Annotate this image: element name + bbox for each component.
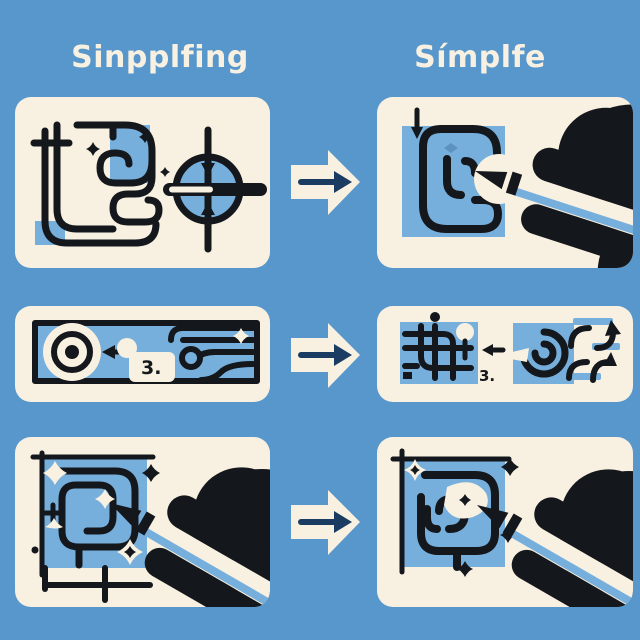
sparkle-icon xyxy=(457,561,473,577)
simplified-maze-hand-illustration xyxy=(390,437,633,607)
dot-icon xyxy=(430,312,440,322)
target-circle-with-stylus-icon xyxy=(163,126,267,253)
pipe-node-icon xyxy=(179,346,203,370)
hand-inking-curve-illustration xyxy=(402,97,633,268)
spiral-target-icon xyxy=(519,328,569,378)
sparkle-icon xyxy=(233,328,249,344)
step-label: 3. xyxy=(141,357,161,379)
row1-right-panel xyxy=(377,97,633,268)
target-pipes-strip-illustration: 3. xyxy=(32,320,260,384)
sparkle-icon xyxy=(43,461,67,485)
pin-icon xyxy=(456,323,474,341)
transform-arrow xyxy=(288,485,364,560)
left-column-title: Sinpplfing xyxy=(71,40,249,75)
target-rings-icon xyxy=(43,323,101,381)
row2-left-panel: 3. xyxy=(15,306,270,402)
sparkle-icon xyxy=(86,142,100,156)
grid-spiral-arrows-illustration: 3. xyxy=(400,312,621,385)
dot-icon xyxy=(31,546,39,554)
left-arrow-icon xyxy=(482,344,506,356)
transform-arrow xyxy=(288,318,364,393)
step-label: 3. xyxy=(479,367,495,385)
sparkle-icon xyxy=(459,494,471,506)
row3-right-panel xyxy=(377,437,633,607)
grid-paths-icon xyxy=(402,323,474,381)
row3-left-panel xyxy=(15,437,270,607)
sparkle-icon xyxy=(139,131,151,143)
curved-arrows-icon xyxy=(566,318,621,383)
sparkle-icon xyxy=(501,458,519,476)
row2-right-panel: 3. xyxy=(377,306,633,402)
extension-lines-icon xyxy=(42,565,153,603)
transform-arrow xyxy=(288,145,364,220)
sparkle-icon xyxy=(142,464,160,482)
sparkle-icon xyxy=(160,167,170,177)
tangled-path-icon xyxy=(30,121,163,247)
row1-left-panel xyxy=(15,97,270,268)
right-column-title: Símplfe xyxy=(414,40,546,75)
ornate-maze-hand-illustration xyxy=(30,437,270,607)
step-label-box: 3. xyxy=(129,352,175,382)
pen-nib-icon xyxy=(495,348,529,362)
right-arrow-icon xyxy=(288,145,364,220)
right-arrow-icon xyxy=(288,485,364,560)
sparkle-icon xyxy=(45,518,63,529)
tangle-and-target-illustration xyxy=(30,121,267,253)
right-arrow-icon xyxy=(288,318,364,393)
sparkle-icon xyxy=(95,489,115,509)
simplified-path-icon xyxy=(419,125,502,233)
